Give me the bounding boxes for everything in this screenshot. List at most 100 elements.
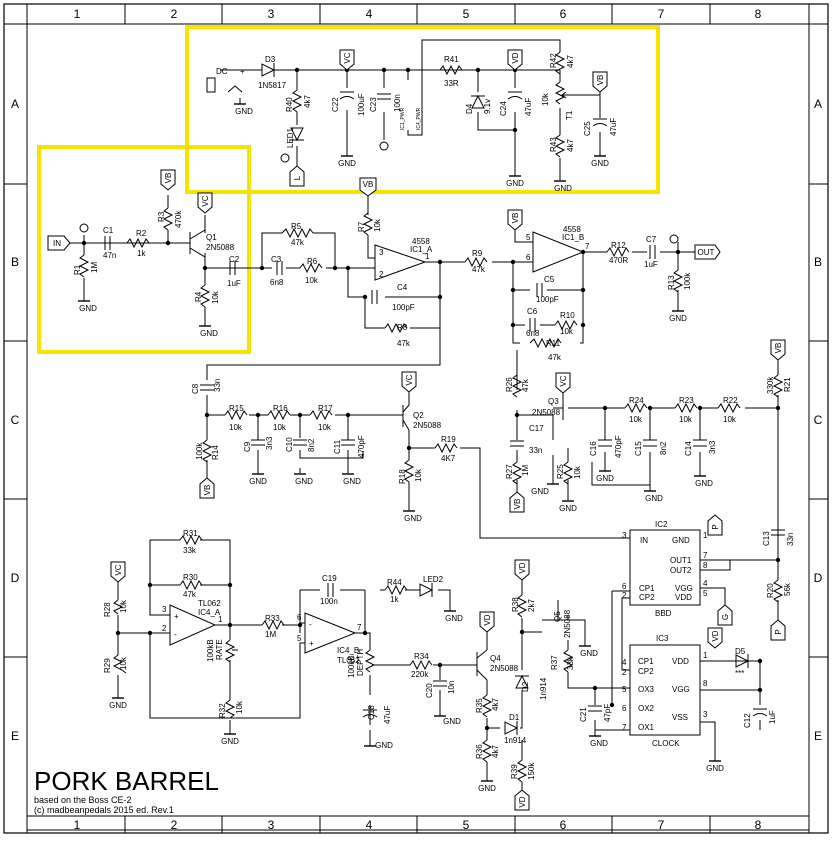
net-vc-1: VC	[343, 52, 352, 63]
label-r20: R20	[766, 583, 775, 598]
led2-symbol	[419, 583, 434, 597]
d2-symbol	[515, 674, 529, 689]
c7-symbol	[649, 245, 656, 259]
label-depth: DEPTH	[356, 649, 365, 676]
label-ic2-pin5: 5	[703, 589, 708, 598]
label-ic4a-pin2: 2	[162, 624, 167, 633]
col-label-1-bottom: 1	[74, 818, 81, 832]
label-r16-value: 10k	[273, 423, 287, 432]
c13-symbol	[771, 529, 785, 536]
label-ic2-cp1: CP1	[639, 584, 655, 593]
r35-symbol	[481, 694, 493, 718]
label-ic1b-pin5: 5	[526, 233, 531, 242]
label-d4: D4	[465, 103, 474, 114]
label-ic2-in: IN	[640, 536, 648, 545]
net-p-1: P	[774, 629, 783, 634]
r5-symbol	[281, 227, 314, 239]
row-label-b-right: B	[814, 255, 822, 269]
gnd-label-21: GND	[375, 741, 393, 750]
gnd-label-11: GND	[343, 477, 361, 486]
label-r14-value: 100k	[195, 442, 204, 460]
gnd-label-14: GND	[559, 504, 577, 513]
gnd-label-15: GND	[596, 474, 614, 483]
label-r29: R29	[103, 658, 112, 673]
r10-symbol	[554, 319, 578, 331]
sheet-frame	[3, 3, 829, 834]
label-ic4b-type: TL062	[337, 656, 360, 665]
c16-symbol	[598, 439, 612, 447]
gnd-label-18: GND	[109, 701, 127, 710]
r38-symbol	[516, 594, 528, 618]
q1-symbol	[189, 229, 206, 258]
label-ic1b-pin7: 7	[585, 242, 590, 251]
label-r8-value: 47k	[397, 339, 411, 348]
label-r26-value: 47k	[521, 378, 530, 392]
r32-symbol	[224, 699, 236, 719]
label-r17-value: 10k	[318, 423, 332, 432]
components	[78, 51, 785, 783]
label-r43: R43	[549, 137, 558, 152]
label-c16-value: 470pF	[614, 435, 623, 458]
label-r22-value: 10k	[723, 415, 737, 424]
c6-symbol	[529, 318, 536, 332]
label-r34: R34	[414, 652, 429, 661]
r30-symbol	[179, 579, 203, 591]
label-r9: R9	[472, 249, 483, 258]
label-r5: R5	[291, 222, 302, 231]
label-q1-value: 2N5088	[206, 243, 235, 252]
r22-symbol	[717, 402, 741, 414]
label-r39-value: 150k	[527, 762, 536, 780]
label-r24: R24	[629, 396, 644, 405]
ic3-box	[629, 644, 701, 736]
label-c18: C18	[367, 705, 376, 720]
label-r9-value: 47k	[472, 265, 486, 274]
label-c20: C20	[425, 683, 434, 698]
col-label-8: 8	[755, 7, 762, 21]
label-led1: LED1	[286, 127, 295, 148]
label-r21-value: 330k	[766, 376, 775, 394]
label-ic3-cp2: CP2	[638, 667, 654, 676]
label-q1: Q1	[206, 233, 217, 242]
label-c13: C13	[762, 531, 771, 546]
label-ic3-vss: VSS	[672, 713, 688, 722]
r36-symbol	[481, 739, 493, 763]
label-d2: D2	[521, 681, 530, 692]
gnd-label-12: GND	[404, 514, 422, 523]
label-r42-value: 4k7	[566, 55, 575, 68]
gnd-label-7: GND	[200, 329, 218, 338]
net-tags	[47, 49, 786, 811]
label-ic4a-pin1: 1	[218, 615, 223, 624]
r25-symbol	[562, 461, 574, 485]
wires	[68, 39, 779, 790]
col-label-2: 2	[171, 7, 178, 21]
label-r35-value: 4k7	[491, 698, 500, 711]
row-label-c: C	[11, 413, 20, 427]
label-c3-value: 6n8	[270, 278, 284, 287]
col-label-7: 7	[658, 7, 665, 21]
q4-symbol	[465, 649, 488, 681]
gnd-label-9: GND	[249, 477, 267, 486]
net-vd-4: VD	[711, 630, 720, 641]
label-r11: R11	[546, 339, 561, 348]
label-r26: R26	[505, 377, 514, 392]
label-q4: Q4	[490, 654, 501, 663]
label-q4-value: 2N5088	[490, 664, 519, 673]
label-c20-value: 10n	[447, 681, 456, 694]
net-in: IN	[53, 239, 61, 248]
net-p-2: P	[711, 524, 720, 529]
gnd-label-25: GND	[706, 764, 724, 773]
label-c22: C22	[331, 97, 340, 112]
c20-symbol	[433, 680, 447, 687]
ic1a-symbol	[374, 244, 427, 281]
col-label-3-bottom: 3	[268, 818, 275, 832]
r2-symbol	[126, 237, 150, 249]
pad-gnd-led	[379, 141, 389, 151]
label-t1: T1	[565, 110, 574, 120]
highlight-input-buffer	[37, 145, 251, 354]
r7-symbol	[362, 212, 374, 236]
gnd-label-4: GND	[554, 184, 572, 193]
label-c5: C5	[544, 275, 555, 284]
label-ic4-pwr: IC4_PWR	[416, 107, 422, 130]
gnd-label-16: GND	[645, 494, 663, 503]
label-r40-value: 4k7	[303, 95, 312, 108]
